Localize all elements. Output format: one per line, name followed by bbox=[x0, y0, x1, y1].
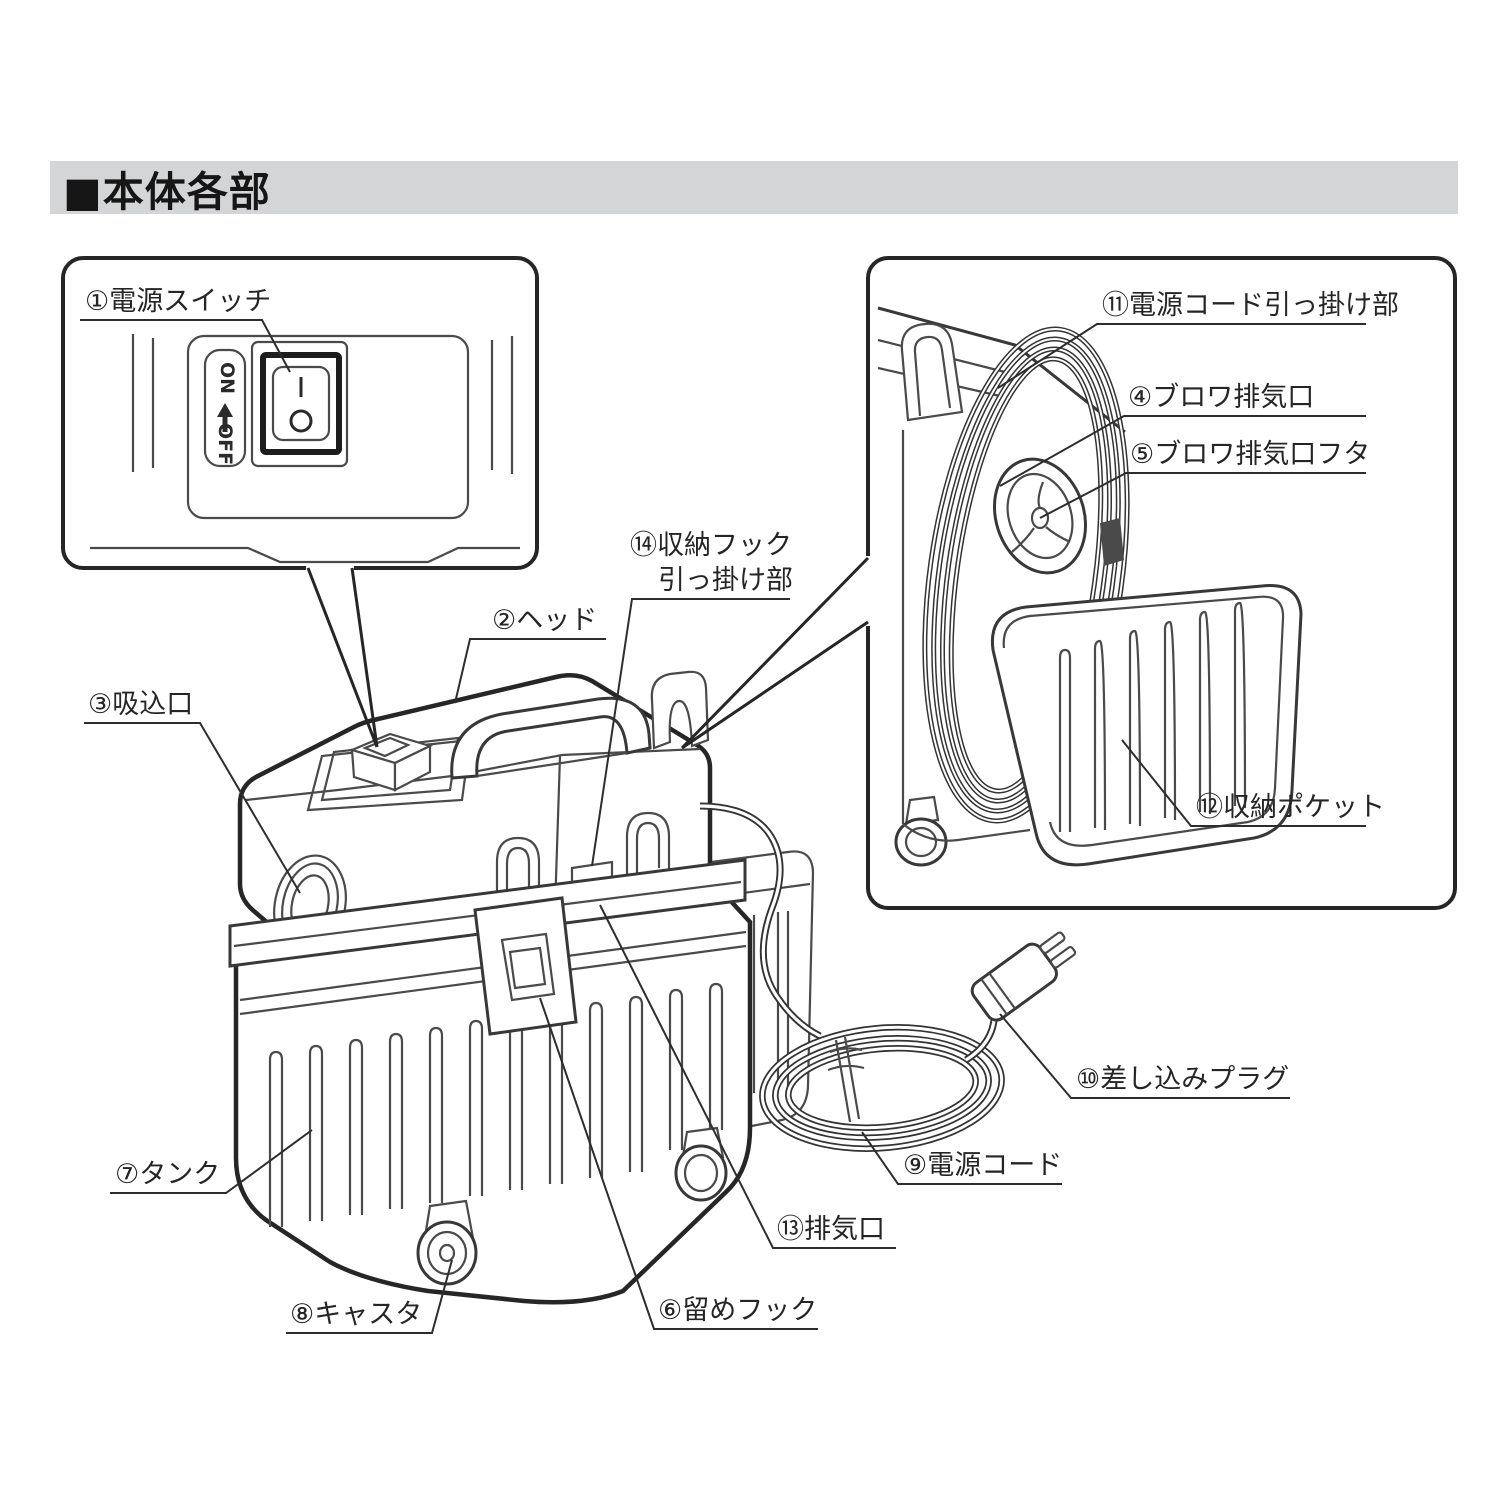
label-caster: ⑧キャスタ bbox=[290, 1299, 422, 1330]
cord-wrapped-loops bbox=[922, 326, 1130, 824]
leader-tank bbox=[110, 1129, 313, 1194]
leader-head bbox=[454, 638, 606, 704]
tank-ribs bbox=[268, 982, 724, 1227]
leader-blower-exhaust bbox=[999, 415, 1366, 487]
switch-off-symbol bbox=[289, 409, 313, 433]
right-caster bbox=[674, 1126, 728, 1202]
plug bbox=[970, 931, 1077, 1022]
power-switch-block bbox=[348, 732, 434, 792]
label-plug: ⑩差し込みプラグ bbox=[1076, 1064, 1289, 1095]
leader-power-cord bbox=[861, 1131, 1062, 1185]
section-header: ■本体各部 bbox=[50, 161, 1458, 216]
leader-suction-inlet bbox=[84, 722, 301, 894]
inset-caster bbox=[894, 795, 1031, 867]
power-cord bbox=[699, 802, 1077, 1152]
detail-inset-pointer bbox=[680, 556, 870, 750]
switch-inset-pointer bbox=[306, 567, 379, 748]
rocker-switch bbox=[250, 340, 349, 468]
switch-off-label: OFF bbox=[214, 423, 236, 465]
leader-power-switch bbox=[80, 319, 291, 373]
label-storage-hook-line2: 引っ掛け部 bbox=[658, 565, 793, 596]
leader-cord-hook bbox=[997, 323, 1366, 389]
cord-hook bbox=[900, 322, 964, 422]
latch-hook bbox=[473, 896, 578, 1036]
label-storage-hook-line1: ⑭収納フック bbox=[630, 530, 792, 561]
part-labels: ①電源スイッチ ②ヘッド ③吸込口 ⑭収納フック 引っ掛け部 ⑦タンク ⑧キャス… bbox=[80, 286, 1399, 1334]
blower-exhaust-port bbox=[992, 457, 1088, 575]
blower-exhaust-cover bbox=[1100, 518, 1124, 566]
leader-exhaust-port bbox=[599, 904, 896, 1249]
leader-caster bbox=[286, 1259, 453, 1334]
switch-inset-box: ON OFF bbox=[61, 256, 539, 748]
label-blower-exhaust: ④ブロワ排気口 bbox=[1128, 382, 1314, 413]
label-suction-inlet: ③吸込口 bbox=[88, 689, 193, 720]
main-unit-illustration bbox=[228, 670, 1077, 1305]
leader-storage-pocket bbox=[1121, 739, 1366, 827]
onoff-plate: ON OFF bbox=[203, 348, 247, 468]
label-tank: ⑦タンク bbox=[115, 1159, 220, 1190]
switch-on-label: ON bbox=[216, 362, 238, 394]
label-exhaust-port: ⑬排気口 bbox=[777, 1214, 885, 1245]
tank-body bbox=[233, 895, 753, 1305]
storage-pocket bbox=[990, 584, 1303, 867]
label-power-switch: ①電源スイッチ bbox=[85, 286, 271, 317]
unit-rear-view bbox=[877, 306, 1303, 867]
switch-direction-arrow-icon bbox=[217, 403, 233, 432]
switch-housing-molding bbox=[90, 334, 520, 564]
label-latch-hook: ⑥留めフック bbox=[658, 1295, 817, 1326]
rear-post bbox=[650, 670, 710, 750]
leader-latch-hook bbox=[539, 997, 818, 1330]
accessory-hooks bbox=[495, 811, 671, 905]
section-title: ■本体各部 bbox=[63, 167, 271, 216]
cord-coil bbox=[759, 1024, 1005, 1152]
cord-tie bbox=[827, 1036, 865, 1123]
label-cord-hook: ⑪電源コード引っ掛け部 bbox=[1102, 290, 1399, 321]
front-caster bbox=[416, 1199, 478, 1286]
label-power-cord: ⑨電源コード bbox=[903, 1150, 1062, 1181]
label-head: ②ヘッド bbox=[492, 605, 597, 636]
leader-blower-exhaust-cover bbox=[1039, 472, 1366, 519]
leader-storage-hook bbox=[591, 598, 790, 867]
leader-plug bbox=[999, 1013, 1290, 1099]
detail-inset-box bbox=[680, 256, 1457, 910]
label-storage-pocket: ⑫収納ポケット bbox=[1196, 792, 1385, 823]
label-blower-exhaust-cover: ⑤ブロワ排気口フタ bbox=[1130, 439, 1370, 470]
carry-handle bbox=[450, 696, 652, 780]
